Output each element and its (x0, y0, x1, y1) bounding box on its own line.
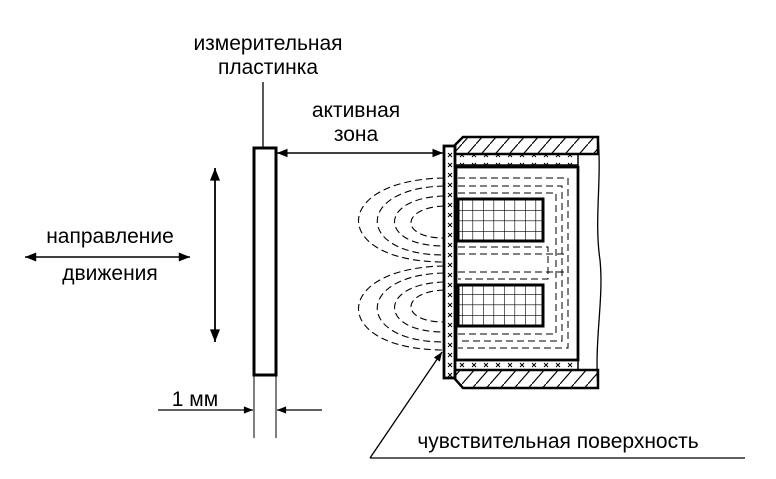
housing-bottom (453, 368, 600, 390)
coil-upper (456, 197, 545, 243)
measurement-plate-group (24, 82, 745, 459)
internal-field-lines (458, 177, 569, 349)
direction-label-line1: направление (46, 225, 174, 248)
plate-label-line1: измерительная (193, 32, 342, 55)
sensor (357, 135, 602, 390)
coil-lower (456, 283, 545, 328)
housing-top (453, 135, 600, 156)
surface-label: чувствительная поверхность (417, 430, 698, 453)
sensitive-surface (442, 144, 457, 380)
external-field-lines (357, 177, 445, 351)
surface-leader-arrow (369, 351, 443, 459)
ferrite-core (454, 165, 580, 362)
thickness-label: 1 мм (172, 388, 218, 411)
zone-label-line1: активная (312, 99, 400, 122)
direction-label-line2: движения (62, 262, 158, 285)
zone-label-line2: зона (334, 123, 379, 146)
break-line (596, 136, 602, 389)
measurement-plate (252, 146, 278, 377)
plate-label-line2: пластинка (218, 56, 318, 79)
compound-top (454, 153, 579, 166)
